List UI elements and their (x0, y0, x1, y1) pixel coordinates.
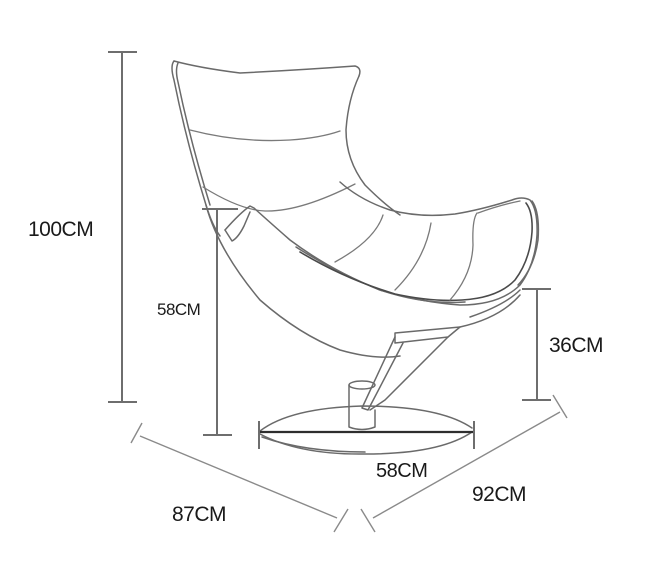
depth-dimension-line (130, 422, 349, 533)
chair-base-disk (258, 405, 475, 455)
seat-height-dimension-line (202, 208, 238, 436)
overall-height-label: 100CM (28, 218, 94, 241)
depth-label: 87CM (172, 503, 227, 526)
chair-leg-bracket (361, 294, 521, 411)
width-dimension-line (360, 394, 568, 533)
armrest-height-label: 36CM (549, 334, 604, 357)
width-label: 92CM (472, 483, 527, 506)
chair-swivel-column (348, 380, 376, 431)
base-diameter-label: 58CM (376, 460, 428, 482)
overall-height-dimension-line (108, 51, 137, 403)
seat-height-label: 58CM (157, 300, 201, 319)
armrest-height-dimension-line (522, 288, 551, 401)
chair-shell (171, 60, 540, 358)
